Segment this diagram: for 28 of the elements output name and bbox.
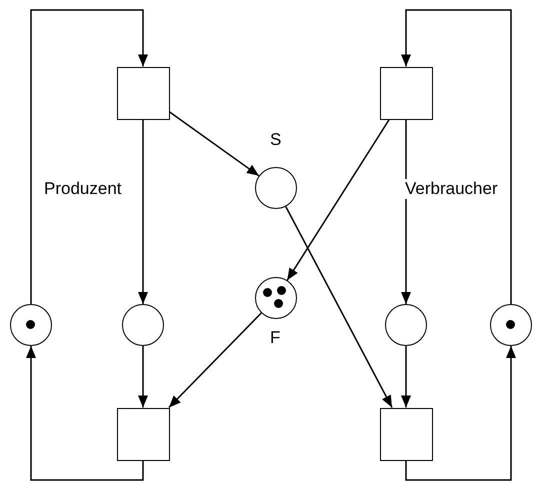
arrow <box>285 206 393 408</box>
token-dot <box>274 299 283 308</box>
arrow <box>169 111 260 176</box>
arrow <box>405 346 516 481</box>
place-circle <box>255 167 297 209</box>
place-circle <box>122 304 164 346</box>
place-circle <box>255 277 297 319</box>
token-dot <box>506 320 515 329</box>
transition-box <box>380 408 432 460</box>
arrow <box>168 312 262 408</box>
token-dot <box>26 320 35 329</box>
place-circle <box>10 304 52 346</box>
arrow <box>26 346 144 481</box>
token-dot <box>277 286 286 295</box>
arrow <box>30 9 148 304</box>
place-circle <box>385 304 427 346</box>
arrow <box>286 119 390 281</box>
place-circle <box>490 304 532 346</box>
token-dot <box>263 288 272 297</box>
subsystem-label: Verbraucher <box>405 179 498 199</box>
arrow <box>401 346 411 408</box>
transition-box <box>380 66 432 120</box>
transition-box <box>116 66 170 120</box>
arrow <box>401 120 411 304</box>
arrow <box>138 346 148 408</box>
arrow <box>138 120 148 304</box>
arrow <box>401 9 512 304</box>
transition-box <box>116 408 170 460</box>
